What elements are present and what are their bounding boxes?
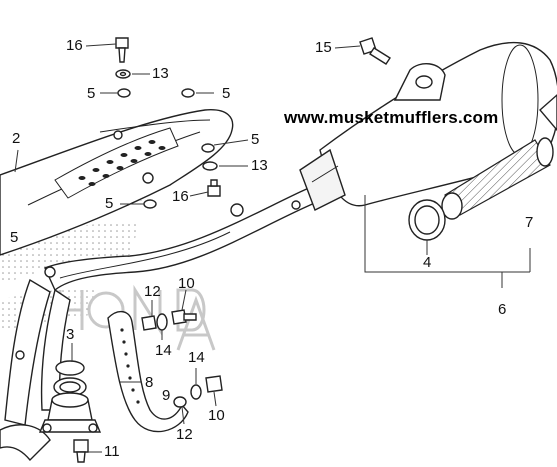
callout-9: 9 (162, 387, 171, 404)
callout-6: 6 (498, 301, 507, 318)
callout-13: 13 (152, 65, 169, 82)
assembly-bracket-lines (364, 195, 531, 288)
callout-10: 10 (178, 275, 195, 292)
watermark-url: www.musketmufflers.com (284, 108, 499, 127)
callout-5: 5 (87, 85, 96, 102)
callout-5: 5 (10, 229, 19, 246)
callout-4: 4 (423, 254, 432, 271)
fasteners (73, 37, 391, 463)
muffler-part (299, 41, 557, 220)
joint-gasket-part (38, 360, 102, 433)
leader-lines (14, 43, 428, 453)
callout-12: 12 (176, 426, 193, 443)
callout-5: 5 (105, 195, 114, 212)
callout-13: 13 (251, 157, 268, 174)
callout-3: 3 (66, 326, 75, 343)
callout-8: 8 (145, 374, 154, 391)
callout-14: 14 (188, 349, 205, 366)
callout-7: 7 (525, 214, 534, 231)
callout-10: 10 (208, 407, 225, 424)
callout-14: 14 (155, 342, 172, 359)
protector-band-part (107, 311, 189, 433)
exhaust-pipe-part (0, 181, 331, 462)
callout-11: 11 (104, 443, 120, 460)
callout-16: 16 (66, 37, 83, 54)
callout-12: 12 (144, 283, 161, 300)
heat-shield-part (0, 109, 234, 256)
callout-16: 16 (172, 188, 189, 205)
callout-5: 5 (251, 131, 260, 148)
gasket-ring-part (408, 199, 446, 241)
callout-15: 15 (315, 39, 332, 56)
callout-5: 5 (222, 85, 231, 102)
callout-2: 2 (12, 130, 21, 147)
